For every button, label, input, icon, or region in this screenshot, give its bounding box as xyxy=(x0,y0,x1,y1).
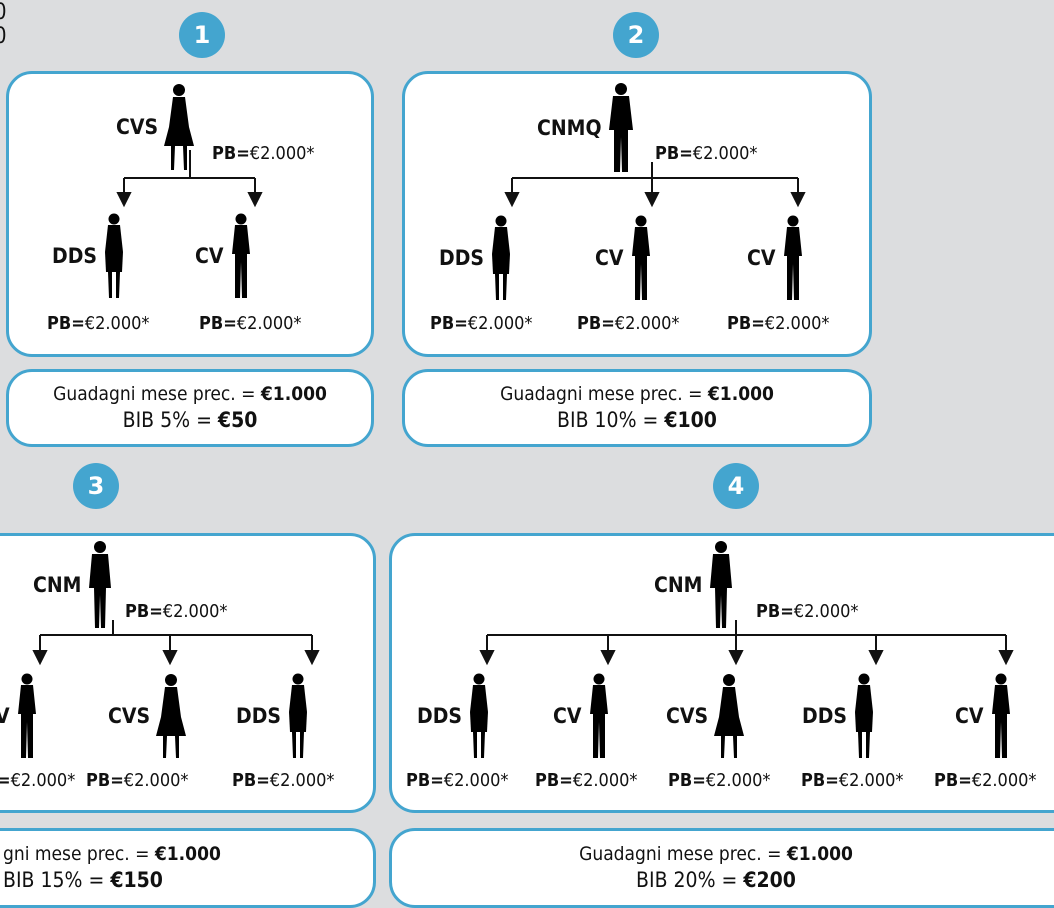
earnings-box-3: gni mese prec. = €1.000 BIB 15% = €150 xyxy=(0,828,376,908)
pb-amount: PB=€2.000* xyxy=(727,313,830,334)
structure-panel-3 xyxy=(0,533,376,813)
pb-amount: PB=€2.000* xyxy=(86,770,189,791)
child-member: CV xyxy=(195,212,254,300)
role-label: CVS xyxy=(666,704,709,728)
step-badge-3: 3 xyxy=(73,463,119,509)
role-label: CV xyxy=(955,704,984,728)
pb-amount: PB=€2.000* xyxy=(232,770,335,791)
corner-digit: 0 xyxy=(0,0,7,25)
man-suit-silhouette-icon xyxy=(608,83,633,172)
role-label: DDS xyxy=(439,246,484,270)
woman-skirt-suit-silhouette-icon xyxy=(469,673,488,758)
role-label: CNM xyxy=(33,573,82,597)
pb-amount: PB=€2.000* xyxy=(577,313,680,334)
pb-amount: PB=€2.000* xyxy=(668,770,771,791)
woman-skirt-suit-silhouette-icon xyxy=(491,215,510,300)
role-label: V xyxy=(0,704,10,728)
pb-amount: PB=€2.000* xyxy=(655,143,758,164)
structure-panel-1 xyxy=(6,71,374,357)
child-member: CV xyxy=(595,214,654,302)
step-badge-1: 1 xyxy=(179,12,225,58)
child-member: V xyxy=(0,672,40,760)
role-label: CNMQ xyxy=(537,116,602,140)
child-member: CV xyxy=(553,672,612,760)
woman-blazer-silhouette-icon xyxy=(710,541,733,628)
role-label: DDS xyxy=(236,704,281,728)
woman-dress-silhouette-icon xyxy=(164,84,195,170)
woman-pantsuit-silhouette-icon xyxy=(783,215,802,300)
role-label: CV xyxy=(595,246,624,270)
role-label: CVS xyxy=(116,115,159,139)
role-label: CV xyxy=(747,246,776,270)
child-member: CV xyxy=(747,214,806,302)
role-label: CV xyxy=(195,244,224,268)
woman-skirt-suit-silhouette-icon xyxy=(854,673,873,758)
child-member: DDS xyxy=(417,672,492,760)
woman-dress-silhouette-icon xyxy=(156,674,187,758)
earnings-box-1: Guadagni mese prec. = €1.000 BIB 5% = €5… xyxy=(6,369,374,447)
woman-pantsuit-silhouette-icon xyxy=(17,673,36,758)
pb-amount: PB=€2.000* xyxy=(430,313,533,334)
woman-blazer-silhouette-icon xyxy=(89,541,112,628)
top-member-2: CNMQ xyxy=(537,82,636,174)
woman-skirt-suit-silhouette-icon xyxy=(104,213,123,298)
child-member: DDS xyxy=(236,672,311,760)
child-member: DDS xyxy=(439,214,514,302)
child-member: CVS xyxy=(108,672,188,760)
top-member-1: CVS xyxy=(116,82,196,172)
child-member: DDS xyxy=(802,672,877,760)
top-member-4: CNM xyxy=(654,540,736,630)
role-label: CVS xyxy=(108,704,151,728)
pb-amount: PB=€2.000* xyxy=(212,143,315,164)
pb-amount: PB=€2.000* xyxy=(406,770,509,791)
woman-pantsuit-silhouette-icon xyxy=(991,673,1010,758)
pb-amount: PB=€2.000* xyxy=(47,313,150,334)
woman-pantsuit-silhouette-icon xyxy=(231,213,250,298)
woman-skirt-suit-silhouette-icon xyxy=(288,673,307,758)
pb-amount: PB=€2.000* xyxy=(125,601,228,622)
woman-pantsuit-silhouette-icon xyxy=(631,215,650,300)
structure-panel-2 xyxy=(402,71,872,357)
role-label: DDS xyxy=(52,244,97,268)
child-member: CV xyxy=(955,672,1014,760)
top-member-3: CNM xyxy=(33,540,115,630)
earnings-box-2: Guadagni mese prec. = €1.000 BIB 10% = €… xyxy=(402,369,872,447)
role-label: CNM xyxy=(654,573,703,597)
pb-amount: PB=€2.000* xyxy=(801,770,904,791)
child-member: CVS xyxy=(666,672,746,760)
pb-amount: PB=€2.000* xyxy=(535,770,638,791)
role-label: DDS xyxy=(802,704,847,728)
woman-pantsuit-silhouette-icon xyxy=(589,673,608,758)
step-badge-2: 2 xyxy=(613,12,659,58)
earnings-box-4: Guadagni mese prec. = €1.000 BIB 20% = €… xyxy=(389,828,1054,908)
pb-amount: PB=€2.000* xyxy=(199,313,302,334)
pb-amount: PB=€2.000* xyxy=(934,770,1037,791)
corner-digit: 0 xyxy=(0,24,7,49)
role-label: DDS xyxy=(417,704,462,728)
role-label: CV xyxy=(553,704,582,728)
pb-amount: PB=€2.000* xyxy=(756,601,859,622)
child-member: DDS xyxy=(52,212,127,300)
pb-amount: =€2.000* xyxy=(0,770,76,791)
woman-dress-silhouette-icon xyxy=(714,674,745,758)
step-badge-4: 4 xyxy=(713,463,759,509)
